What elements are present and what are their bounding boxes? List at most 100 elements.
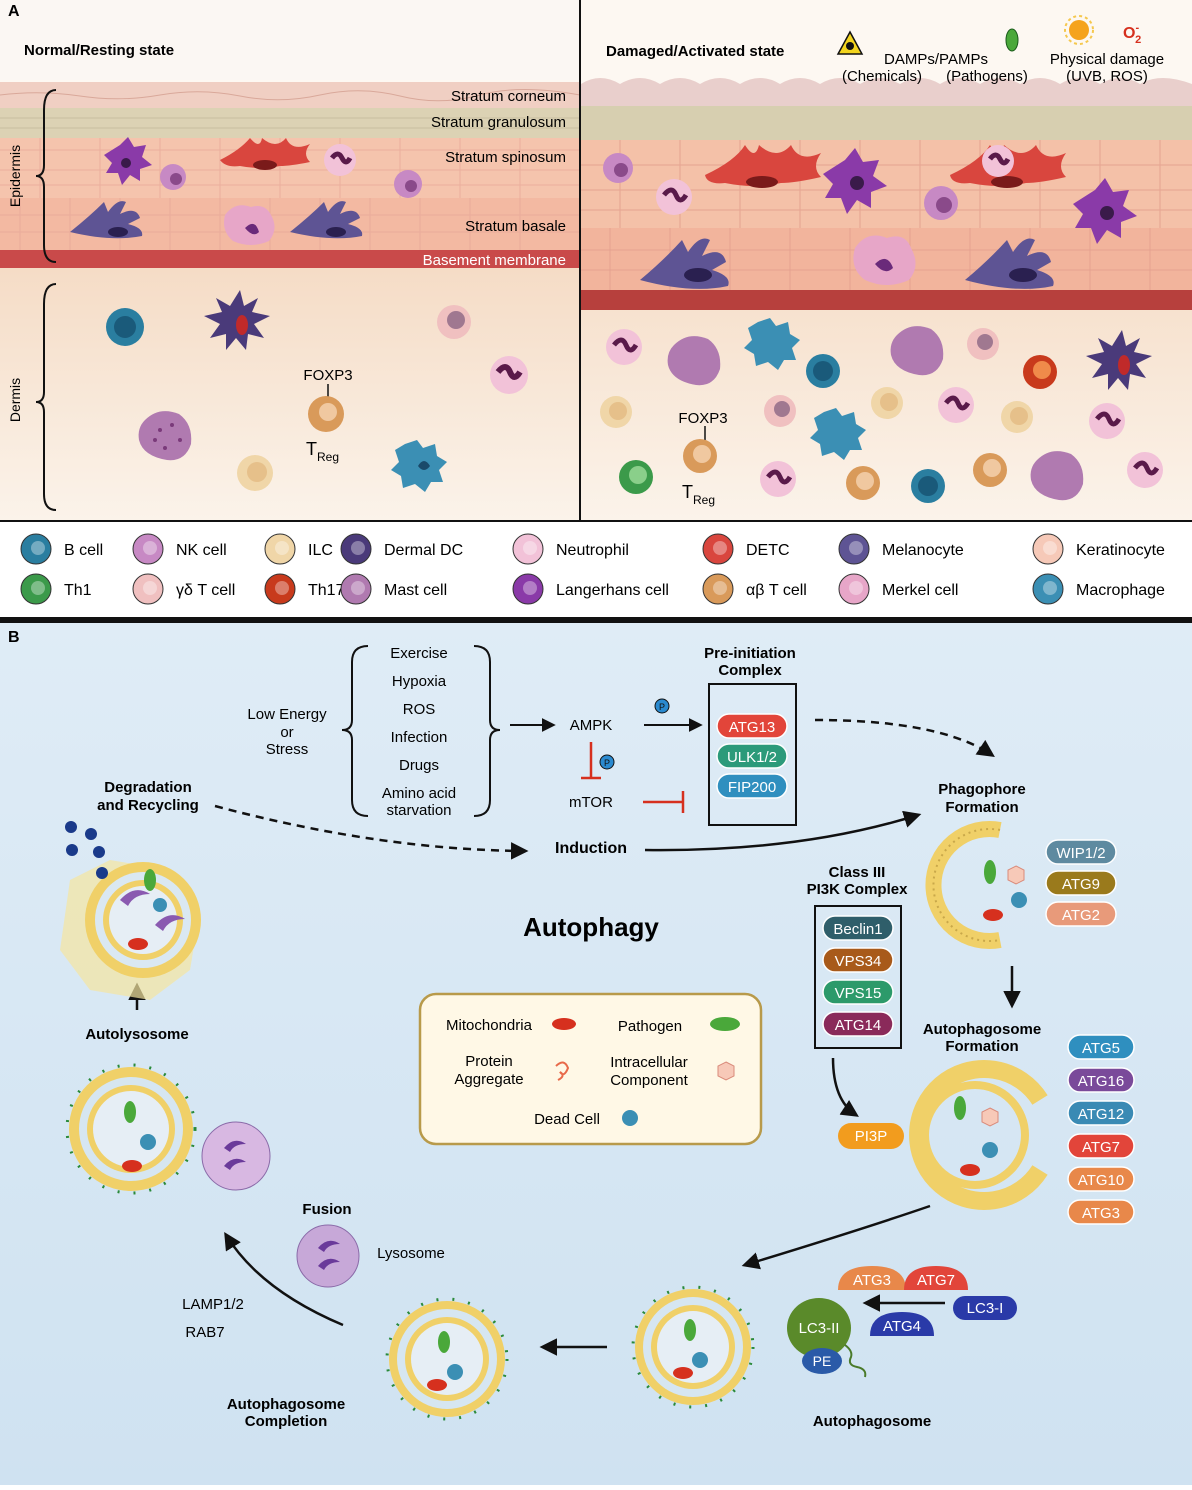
svg-text:ATG3: ATG3 [853, 1272, 891, 1289]
legend-label: Mast cell [384, 582, 447, 599]
ilc-cell [237, 455, 273, 491]
layer-label: Stratum granulosum [431, 114, 566, 131]
dead-cell-icon [622, 1110, 638, 1126]
protein-pill-label: ATG9 [1062, 876, 1100, 893]
legend-item: Langerhans cell [512, 573, 669, 605]
physical-damage-label: Physical damage [1050, 51, 1164, 68]
mast-cell [138, 411, 192, 461]
uvb-label: (UVB, ROS) [1066, 68, 1148, 85]
legend-label: DETC [746, 542, 790, 559]
melanocyte-cell [965, 238, 1054, 289]
phospho-icon: P [654, 698, 670, 714]
mito-label: Mitochondria [446, 1017, 533, 1034]
dermal-dc-cell [204, 290, 270, 350]
biohazard-icon [836, 30, 864, 55]
forming-autophagosome [909, 1060, 1048, 1210]
pathogen-label: Pathogen [618, 1018, 682, 1035]
dermis-label: Dermis [7, 378, 23, 422]
svg-text:P: P [604, 758, 610, 768]
protein-pill-label: FIP200 [728, 779, 776, 796]
legend-item: Mast cell [340, 573, 447, 605]
phagophore-title: Phagophore [938, 781, 1026, 798]
svg-text:P: P [659, 702, 665, 712]
legend-label: Langerhans cell [556, 582, 669, 599]
neutrophil-cell [1127, 452, 1163, 488]
protein-pill-label: ATG16 [1078, 1073, 1124, 1090]
legend-item: B cell [20, 533, 103, 565]
pi3k-arrow [831, 1057, 859, 1117]
completion-label: Autophagosome [227, 1396, 345, 1413]
legend-label: Melanocyte [882, 542, 964, 559]
pathogen-icon [1005, 28, 1019, 52]
svg-text:LC3-I: LC3-I [967, 1300, 1004, 1317]
pathogens-label: (Pathogens) [946, 68, 1028, 85]
stimulus-item: starvation [386, 802, 451, 819]
protein-pill-label: ATG7 [1082, 1139, 1120, 1156]
legend-label: NK cell [176, 542, 227, 559]
sun-icon [1064, 15, 1094, 45]
neutrophil-cell [938, 387, 974, 423]
lc3-atg3-badge: ATG3 [838, 1266, 906, 1290]
preinit-title: Pre-initiation [704, 645, 796, 662]
protein-pill-label: Beclin1 [833, 921, 882, 938]
pe-badge: PE [802, 1348, 842, 1374]
gd-t-cell [967, 328, 999, 360]
svg-text:ATG4: ATG4 [883, 1318, 921, 1335]
preinit-dashed-arrow [814, 718, 995, 757]
legend-item: NK cell [132, 533, 227, 565]
legend-label: Dermal DC [384, 542, 463, 559]
epidermis-label: Epidermis [7, 145, 23, 207]
neutrophil-cell [324, 144, 356, 176]
th1-cell [619, 460, 653, 494]
degradation-label: Degradation [104, 779, 192, 796]
protein-pill-label: ATG2 [1062, 907, 1100, 924]
autophagosome-formation-title: Formation [945, 1038, 1018, 1055]
chemicals-label: (Chemicals) [842, 68, 922, 85]
layer-label: Basement membrane [423, 252, 566, 269]
foxp3-label: FOXP3 [303, 367, 352, 384]
completion-label: Completion [245, 1413, 328, 1430]
macrophage-cell [391, 440, 447, 492]
preinit-title: Complex [718, 662, 782, 679]
protein-pill: ULK1/2 [716, 743, 788, 769]
legend-label: Th17 [308, 582, 345, 599]
preinit-box [708, 683, 797, 826]
dead-cell-label: Dead Cell [534, 1111, 600, 1128]
intracellular-component-icon [717, 1061, 735, 1081]
autolysosome-label: Autolysosome [85, 1026, 188, 1043]
macrophage-cell [744, 318, 800, 370]
stimulus-item: Drugs [399, 757, 439, 774]
dermis-brace [35, 283, 57, 511]
formation-arrow [741, 1204, 931, 1270]
legend-label: αβ T cell [746, 582, 807, 599]
mitochondria-icon [552, 1018, 576, 1030]
normal-state-title: Normal/Resting state [24, 42, 174, 59]
protein-pill: ATG10 [1067, 1166, 1135, 1192]
nk-cell [394, 170, 422, 198]
mast-cell [890, 326, 944, 376]
protein-pill: VPS15 [822, 979, 894, 1005]
protein-pill-label: ATG13 [729, 719, 775, 736]
protein-pill: Beclin1 [822, 915, 894, 941]
legend-item: γδ T cell [132, 573, 235, 605]
melanocyte-cell [640, 238, 729, 289]
protein-pill-label: VPS15 [835, 985, 882, 1002]
basement-membrane-layer [0, 250, 580, 268]
protein-aggregate-icon [555, 1061, 570, 1081]
protein-pill: ATG16 [1067, 1067, 1135, 1093]
stimuli-group-label: Stress [266, 741, 309, 758]
protein-pill-label: VPS34 [835, 953, 882, 970]
treg-label: TReg [306, 439, 339, 464]
detc-cell [220, 138, 310, 170]
protein-pill-label: ATG3 [1082, 1205, 1120, 1222]
legend-item: Keratinocyte [1032, 533, 1165, 565]
treg-label: TReg [682, 482, 715, 507]
mast-cell [667, 336, 721, 386]
legend-item: Neutrophil [512, 533, 629, 565]
ab-t-cell [846, 466, 880, 500]
